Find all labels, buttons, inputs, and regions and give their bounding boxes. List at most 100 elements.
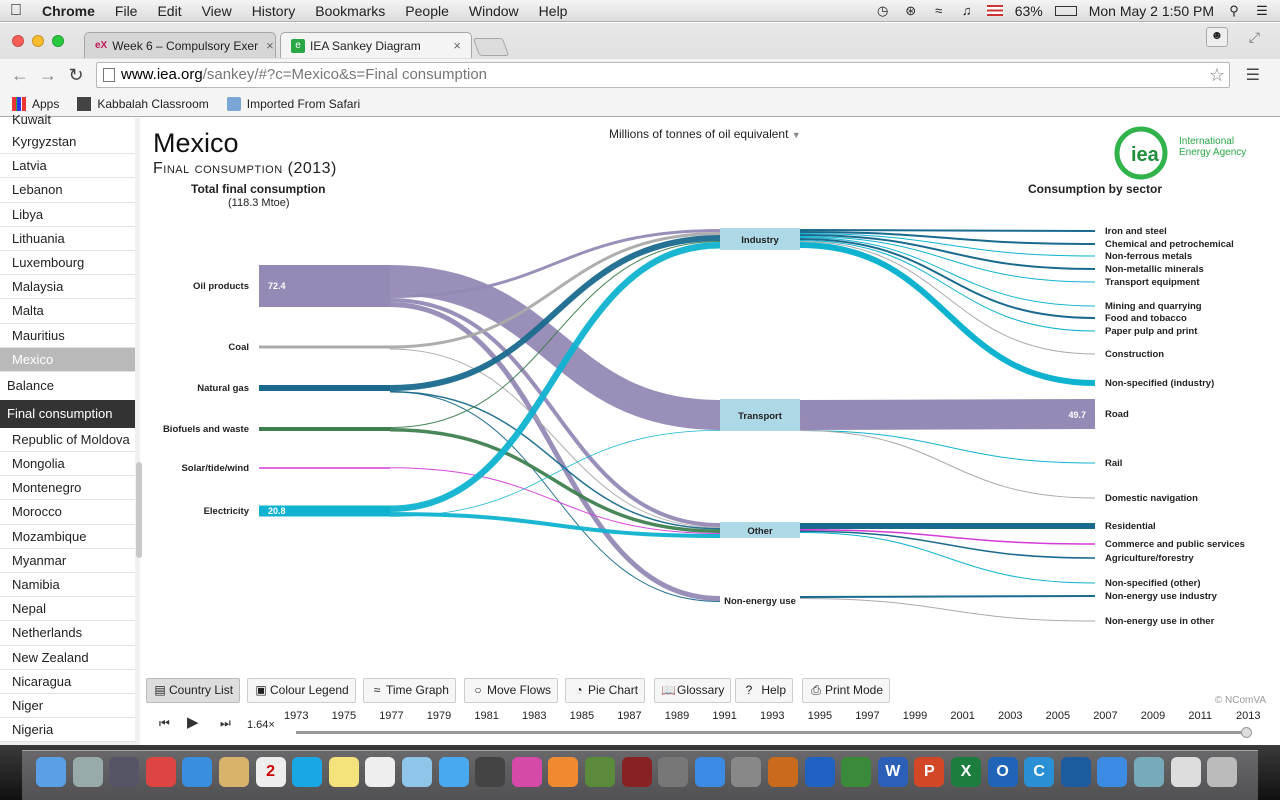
safari-icon[interactable]: [182, 757, 213, 787]
battery-icon[interactable]: [1054, 5, 1077, 16]
timeline-year[interactable]: 1981: [474, 710, 499, 722]
skype-icon[interactable]: [292, 757, 323, 787]
menu-window[interactable]: Window: [468, 2, 519, 19]
timeline-year[interactable]: 2009: [1140, 710, 1166, 722]
timeline-year[interactable]: 2011: [1188, 710, 1213, 722]
photo-icon[interactable]: [109, 757, 140, 787]
timeline-year[interactable]: 1983: [522, 710, 547, 722]
timeline-year[interactable]: 1999: [902, 710, 928, 722]
pages-icon[interactable]: [804, 757, 835, 787]
timeline-year[interactable]: 1985: [569, 710, 595, 722]
country-item[interactable]: Mongolia: [0, 452, 135, 477]
chrome-icon[interactable]: [145, 757, 176, 787]
country-item[interactable]: Namibia: [0, 573, 135, 598]
mail-icon[interactable]: [219, 757, 249, 787]
bookmark-apps[interactable]: Apps: [12, 96, 59, 111]
pie-chart-button[interactable]: ◔Pie Chart: [565, 678, 646, 703]
country-item[interactable]: Morocco: [0, 500, 135, 525]
country-item[interactable]: Montenegro: [0, 476, 135, 501]
bookmark-kabbalah[interactable]: Kabbalah Classroom: [77, 96, 209, 111]
glossary-button[interactable]: 📖Glossary: [654, 678, 732, 703]
country-item[interactable]: Mozambique: [0, 524, 135, 549]
forward-arrow-icon[interactable]: →: [39, 65, 57, 85]
finder-icon[interactable]: [36, 757, 66, 787]
clock[interactable]: Mon May 2 1:50 PM: [1088, 2, 1214, 19]
bookmark-star-icon[interactable]: ☆: [1208, 65, 1225, 85]
skip-back-icon[interactable]: ⏮: [159, 716, 170, 730]
country-item[interactable]: Luxembourg: [0, 250, 135, 276]
zoom-window-button[interactable]: [52, 35, 64, 47]
ibooks-icon[interactable]: [548, 757, 579, 787]
flag-icon[interactable]: [986, 5, 1003, 16]
close-tab-icon[interactable]: ×: [453, 38, 461, 53]
timeline-handle[interactable]: [1241, 727, 1252, 738]
chrome-menu-icon[interactable]: ☰: [1245, 67, 1260, 84]
word-icon[interactable]: W: [877, 757, 908, 787]
country-item[interactable]: Malaysia: [0, 275, 135, 300]
country-item[interactable]: Nigeria: [0, 718, 135, 743]
timeline-year[interactable]: 1997: [855, 710, 880, 722]
wifi-icon[interactable]: ≈: [935, 2, 943, 18]
country-item[interactable]: Netherlands: [0, 621, 135, 646]
unit-selector[interactable]: Millions of tonnes of oil equivalent ▼: [609, 127, 801, 141]
messages-icon[interactable]: [438, 757, 469, 787]
stickies-icon[interactable]: [328, 757, 359, 787]
excel-icon[interactable]: X: [951, 757, 981, 787]
profile-icon[interactable]: ☻: [1206, 27, 1228, 47]
subview-final-consumption[interactable]: Final consumption: [0, 399, 135, 428]
close-tab-icon[interactable]: ×: [266, 38, 274, 53]
reload-icon[interactable]: ↻: [68, 65, 84, 85]
country-list-scrollbar[interactable]: [136, 462, 142, 558]
menu-chrome[interactable]: Chrome: [42, 2, 95, 19]
time-machine-icon[interactable]: ◷: [877, 2, 889, 18]
print-mode-button[interactable]: ⎙Print Mode: [802, 678, 891, 703]
launchpad-icon[interactable]: [72, 757, 103, 787]
timeline-year[interactable]: 1991: [712, 710, 737, 722]
close-window-button[interactable]: [12, 35, 24, 47]
reminders-icon[interactable]: [365, 757, 396, 787]
sysprefs-icon[interactable]: [731, 757, 762, 787]
tab-week6[interactable]: eX Week 6 – Compulsory Exer ×: [84, 32, 276, 58]
bookmark-folder-safari[interactable]: Imported From Safari: [226, 96, 360, 111]
bluetooth-icon[interactable]: ⊛: [905, 2, 917, 18]
downloads-icon[interactable]: [1170, 757, 1201, 787]
menu-file[interactable]: File: [114, 2, 138, 19]
tab-iea-sankey[interactable]: e IEA Sankey Diagram ×: [280, 32, 472, 58]
play-icon[interactable]: ▶: [187, 714, 199, 731]
menu-bookmarks[interactable]: Bookmarks: [315, 2, 386, 19]
spotlight-icon[interactable]: ⚲: [1229, 2, 1239, 18]
facetime-icon[interactable]: [475, 757, 506, 787]
notification-center-icon[interactable]: ☰: [1256, 2, 1268, 18]
keynote-icon[interactable]: [768, 757, 798, 787]
iphoto-icon[interactable]: [585, 757, 615, 787]
playback-speed[interactable]: 1.64×: [247, 719, 275, 731]
menu-people[interactable]: People: [405, 2, 449, 19]
timeline-year[interactable]: 2007: [1093, 710, 1118, 722]
country-item[interactable]: Nicaragua: [0, 669, 135, 694]
lync-icon[interactable]: C: [1024, 757, 1055, 787]
wifi-icon[interactable]: [1097, 757, 1128, 787]
numbers-icon[interactable]: [841, 757, 872, 787]
timeline-year[interactable]: 1995: [807, 710, 833, 722]
address-bar[interactable]: www.iea.org/sankey/#?c=Mexico&s=Final co…: [96, 62, 1230, 88]
airdrop-icon[interactable]: [1134, 757, 1164, 787]
timeline-year[interactable]: 1993: [760, 710, 785, 722]
timeline-year[interactable]: 1979: [426, 710, 452, 722]
timeline-year[interactable]: 2001: [950, 710, 975, 722]
timeline-year[interactable]: 1987: [617, 710, 642, 722]
back-arrow-icon[interactable]: ←: [11, 65, 29, 85]
fullscreen-icon[interactable]: ⤢: [1248, 29, 1260, 45]
country-item-partial[interactable]: Kuwait: [0, 113, 135, 130]
skip-forward-icon[interactable]: ⏭: [220, 716, 231, 730]
help-icon[interactable]: [658, 757, 689, 787]
country-item[interactable]: Latvia: [0, 154, 135, 179]
menu-view[interactable]: View: [201, 2, 232, 19]
country-item[interactable]: Republic of Moldova: [0, 427, 135, 453]
preview-icon[interactable]: [402, 757, 432, 787]
country-item[interactable]: Lebanon: [0, 178, 135, 203]
apple-menu-icon[interactable]: : [0, 2, 32, 20]
time-graph-button[interactable]: ≈Time Graph: [363, 678, 456, 703]
subview-balance[interactable]: Balance: [0, 371, 135, 400]
move-flows-button[interactable]: ○Move Flows: [464, 678, 559, 703]
